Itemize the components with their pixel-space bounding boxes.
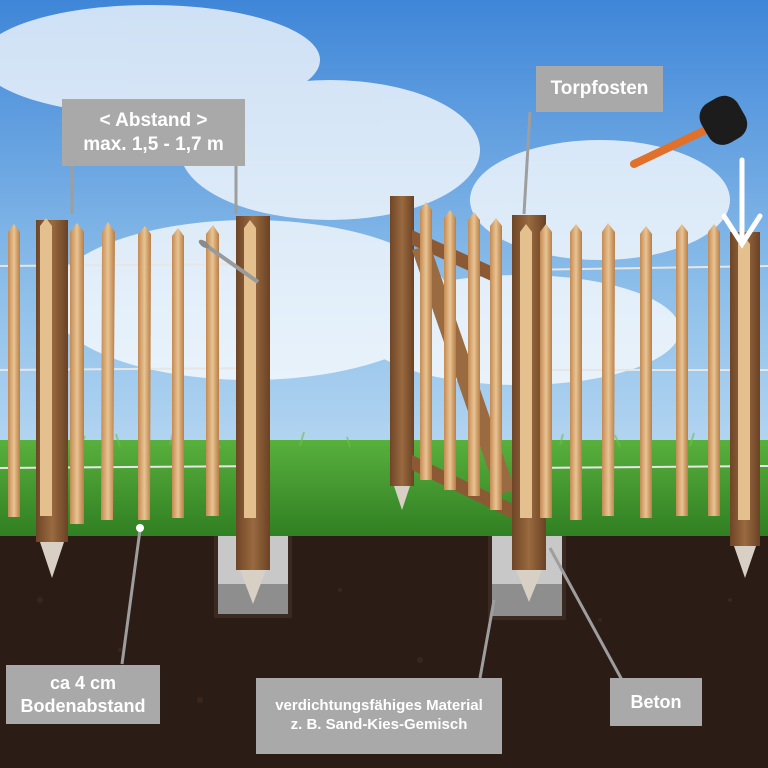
abstand-label: < Abstand > max. 1,5 - 1,7 m [62, 99, 245, 166]
bodenabstand-marker [136, 524, 144, 532]
down-arrow-icon [721, 157, 763, 249]
nail-icon [198, 239, 260, 284]
hammer-icon [630, 95, 748, 168]
grass [0, 440, 768, 540]
abstand-label-line2: max. 1,5 - 1,7 m [83, 133, 224, 155]
torpfosten-label: Torpfosten [536, 66, 663, 112]
bodenabstand-label-line1: ca 4 cm [49, 673, 117, 693]
material-label-line2: z. B. Sand-Kies-Gemisch [290, 716, 468, 733]
beton-label-text: Beton [630, 691, 682, 712]
right-fence-post [730, 232, 760, 578]
bodenabstand-label-line2: Bodenabstand [20, 695, 146, 716]
abstand-label-line1: < Abstand > [99, 109, 208, 131]
left-post-front-pickets [40, 218, 256, 518]
garden-gate [390, 196, 515, 520]
material-label-line1: verdichtungsfähiges Material [275, 697, 483, 715]
torpfosten-label-text: Torpfosten [550, 78, 649, 100]
right-pickets [540, 223, 720, 520]
material-label: verdichtungsfähiges Material z. B. Sand-… [256, 678, 502, 754]
label-leader-lines [70, 111, 624, 681]
left-pickets [8, 222, 219, 524]
bodenabstand-label: ca 4 cm Bodenabstand [6, 665, 160, 724]
beton-label: Beton [610, 678, 702, 726]
